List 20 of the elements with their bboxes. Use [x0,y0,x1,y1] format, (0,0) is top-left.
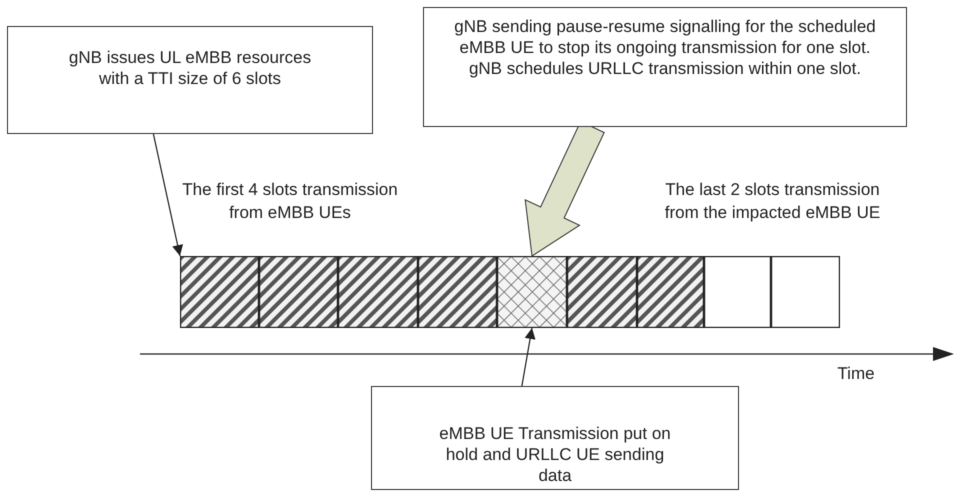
axis-label: Time [836,363,876,385]
time-slot [567,256,637,328]
time-slot [704,256,771,328]
time-slot [771,256,840,328]
callout-box [7,26,373,134]
callout-text: gNB sending pause-resume signalling for the scheduled eMBB UE to stop its ongoing transmission for one slot. gNB schedules URLLC transmission within one slot. [453,16,877,79]
callout-box [423,7,907,127]
time-slot [259,256,338,328]
time-slot [637,256,704,328]
callout-text: eMBB UE Transmission put on hold and URLLC UE sending data [438,423,672,486]
time-slot [338,256,418,328]
time-slot [418,256,497,328]
callout-text: gNB issues UL eMBB resources with a TTI size of 6 slots [68,47,312,89]
arrow [152,134,184,256]
time-slot [180,256,259,328]
annotation-text: The last 2 slots transmission from the impacted eMBB UE [664,179,882,224]
time-slot [497,256,567,328]
annotation-text: The first 4 slots transmission from eMBB UEs [181,179,399,224]
callout-box [371,386,739,490]
arrow [521,328,536,386]
